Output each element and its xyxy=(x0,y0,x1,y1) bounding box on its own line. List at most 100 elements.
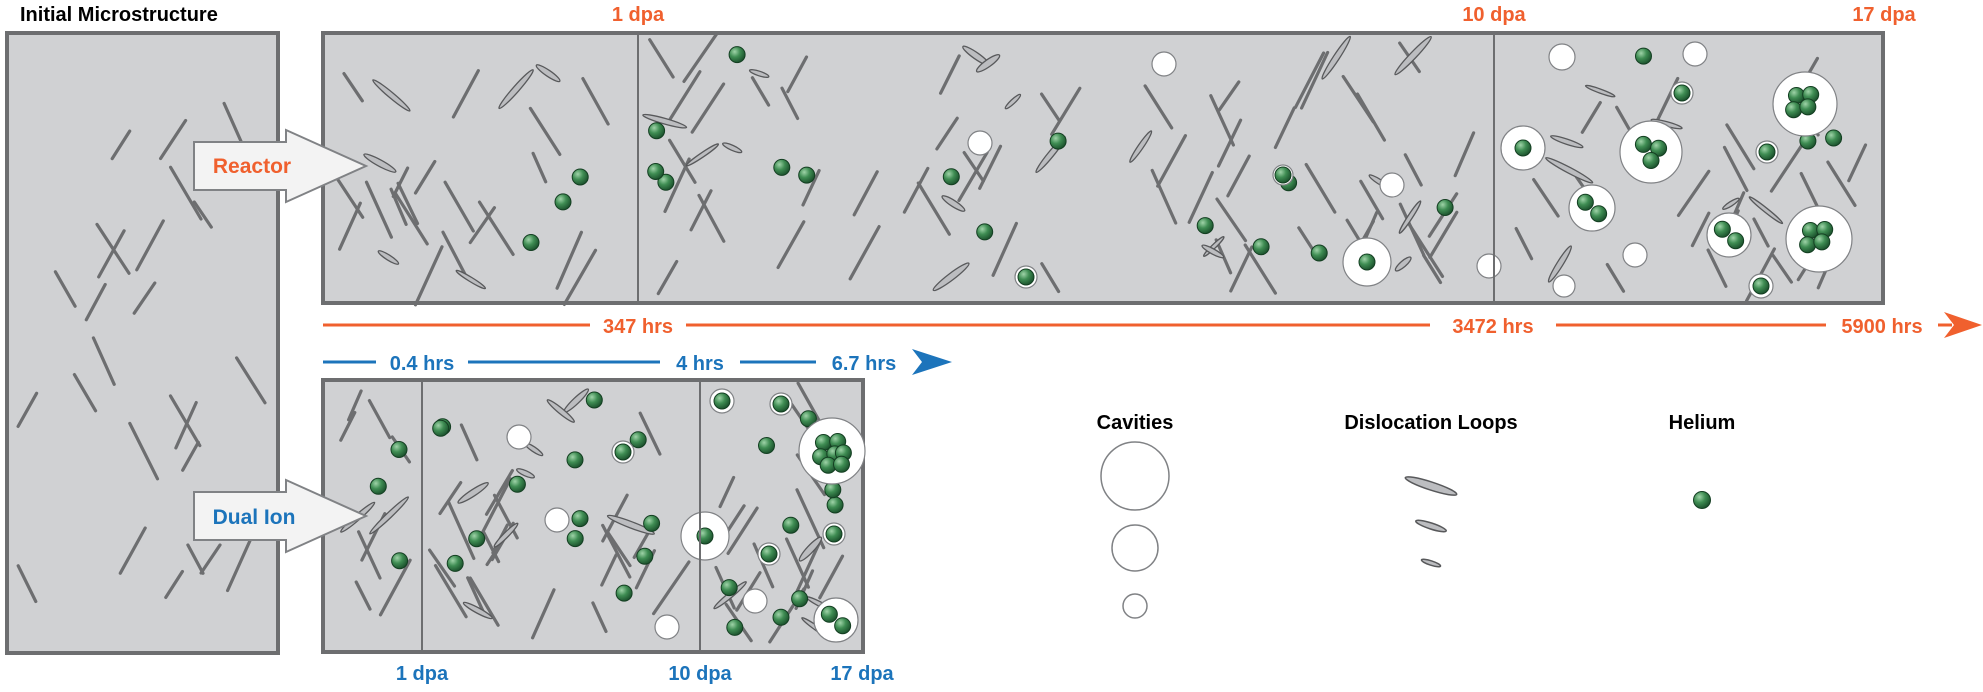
dislocation-loop xyxy=(1545,156,1594,184)
dislocation-line xyxy=(1722,145,1749,192)
dislocation-line xyxy=(689,189,713,232)
dislocation-loop xyxy=(377,250,400,265)
dislocation-line xyxy=(118,526,147,575)
dislocation-line xyxy=(667,138,697,184)
dislocation-loop xyxy=(1004,93,1022,110)
reactor-dpa-label-10: 10 dpa xyxy=(1462,4,1526,26)
dislocation-line xyxy=(1403,153,1423,187)
dual-ion-arrow: Dual Ion xyxy=(193,478,369,554)
dislocation-loop xyxy=(369,496,410,535)
dislocation-line xyxy=(562,248,598,306)
helium-atom xyxy=(773,158,791,176)
helium-atom xyxy=(1799,98,1817,116)
dislocation-loop xyxy=(932,262,970,292)
dual-ion-dpa-label-1: 1 dpa xyxy=(396,663,449,685)
dislocation-line xyxy=(1226,154,1251,198)
dislocation-line xyxy=(600,553,618,587)
dislocation-line xyxy=(135,219,165,272)
dislocation-loop xyxy=(1547,245,1572,283)
dislocation-line xyxy=(606,531,632,568)
legend-cavities-title: Cavities xyxy=(1097,412,1174,434)
dislocation-line xyxy=(591,601,608,634)
dislocation-line xyxy=(378,558,412,617)
dislocation-line xyxy=(1229,245,1254,293)
dislocation-line xyxy=(72,373,98,413)
helium-atom xyxy=(1752,277,1770,295)
dislocation-line xyxy=(484,469,515,516)
dislocation-line xyxy=(222,101,245,148)
dislocation-line xyxy=(796,381,824,427)
dislocation-line xyxy=(466,576,485,614)
dual-ion-label: Dual Ion xyxy=(213,506,296,529)
reactor-timeline: 347 hrs 3472 hrs 5900 hrs xyxy=(323,312,1982,338)
helium-atom xyxy=(432,419,450,437)
helium-atom xyxy=(571,510,589,528)
dislocation-line xyxy=(848,225,881,281)
dislocation-loop xyxy=(941,195,966,212)
dislocation-line xyxy=(91,336,116,386)
dislocation-line xyxy=(159,118,188,161)
reactor-dpa-label-17: 17 dpa xyxy=(1852,4,1916,26)
legend-cavity-small xyxy=(1122,593,1148,619)
helium-atom xyxy=(820,605,838,623)
dislocation-line xyxy=(935,116,959,151)
helium-atom xyxy=(554,193,572,211)
dislocation-loop xyxy=(462,601,493,620)
dislocation-line xyxy=(128,421,160,481)
cavity xyxy=(1706,212,1752,258)
dislocation-loop xyxy=(798,536,823,562)
dislocation-line xyxy=(459,423,479,462)
dislocation-loop xyxy=(1550,135,1584,149)
dislocation-line xyxy=(682,31,719,84)
dislocation-line xyxy=(752,542,775,589)
dislocation-line xyxy=(339,410,357,442)
helium-atom xyxy=(629,431,647,449)
dislocation-line xyxy=(776,220,806,270)
dislocation-loop xyxy=(975,54,1001,73)
dislocation-line xyxy=(1359,179,1385,221)
cavity xyxy=(1548,43,1576,71)
helium-atom xyxy=(615,584,633,602)
dislocation-line xyxy=(962,151,985,183)
helium-atom xyxy=(508,475,526,493)
dislocation-line xyxy=(347,389,363,422)
dislocation-line xyxy=(1209,94,1236,147)
helium-atom xyxy=(643,514,661,532)
dislocation-line xyxy=(433,563,468,619)
dislocation-line xyxy=(413,159,437,195)
dislocation-line xyxy=(16,564,38,604)
dislocation-loop xyxy=(1748,196,1784,225)
dual-ion-timeline: 0.4 hrs 4 hrs 6.7 hrs xyxy=(323,349,952,375)
dislocation-line xyxy=(690,82,726,134)
helium-atom xyxy=(798,166,816,184)
dislocation-line xyxy=(396,181,420,226)
dislocation-loop xyxy=(493,522,519,548)
helium-atom xyxy=(1634,135,1652,153)
dual-ion-dpa-label-10: 10 dpa xyxy=(668,663,732,685)
legend-dislocation-loops-title: Dislocation Loops xyxy=(1344,412,1517,434)
helium-atom xyxy=(391,552,409,570)
dual-ion-timeline-arrowhead xyxy=(912,349,952,375)
dislocation-line xyxy=(1407,222,1445,278)
helium-atom xyxy=(1049,132,1067,150)
reactor-dpa-label-1: 1 dpa xyxy=(612,4,665,26)
dislocation-loop xyxy=(535,64,561,83)
cavity xyxy=(1476,253,1502,279)
dislocation-line xyxy=(226,533,254,593)
section-dividers xyxy=(421,34,1495,651)
reactor-time-label-5900: 5900 hrs xyxy=(1841,316,1922,338)
dislocation-line xyxy=(1050,86,1082,136)
helium-atom xyxy=(782,516,800,534)
dislocation-line xyxy=(1769,139,1806,193)
dislocation-line xyxy=(1422,253,1443,285)
dual-ion-time-label-4: 4 hrs xyxy=(676,353,724,375)
initial-microstructure-panel xyxy=(5,31,280,655)
cavity xyxy=(1682,41,1708,67)
dislocation-line xyxy=(1304,162,1337,214)
dislocation-line xyxy=(1156,134,1188,188)
dislocation-line xyxy=(780,86,800,121)
dislocation-line xyxy=(801,169,821,207)
dislocation-line xyxy=(479,477,512,537)
dislocation-line xyxy=(357,530,382,580)
